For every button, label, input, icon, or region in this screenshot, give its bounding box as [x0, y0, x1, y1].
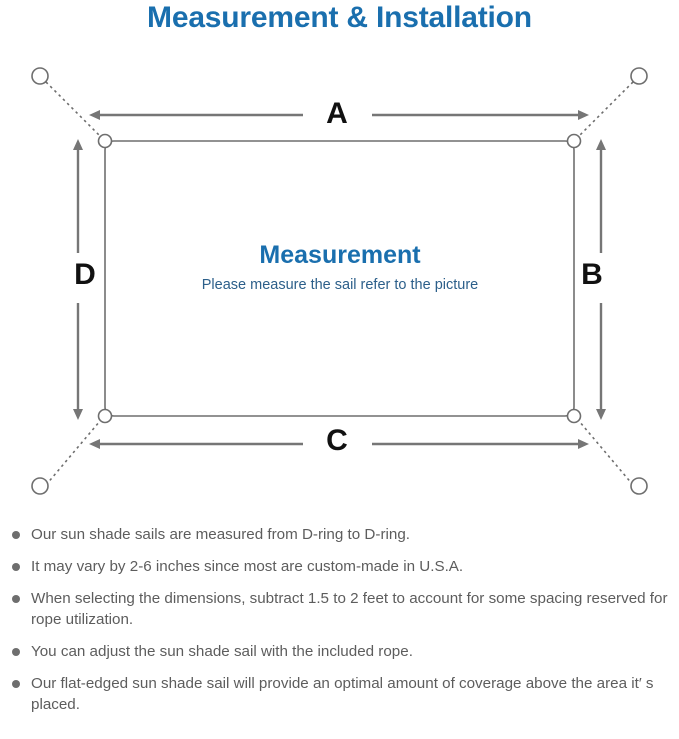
bullet-icon — [12, 680, 20, 688]
sail-measurement-diagram: A B C D Measurement Please measure the s… — [0, 45, 679, 515]
d-ring-bottom-right — [566, 408, 582, 424]
note-text: Our sun shade sails are measured from D-… — [31, 526, 410, 543]
note-text: When selecting the dimensions, subtract … — [31, 590, 668, 628]
d-ring-top-right — [566, 133, 582, 149]
list-item: It may vary by 2-6 inches since most are… — [0, 556, 679, 577]
dimension-label-b: B — [581, 258, 603, 291]
list-item: Our sun shade sails are measured from D-… — [0, 524, 679, 545]
page-title: Measurement & Installation — [147, 1, 532, 34]
d-ring-bottom-left — [97, 408, 113, 424]
diagram-svg — [31, 67, 648, 495]
d-ring-top-left — [97, 133, 113, 149]
anchor-point-bottom-right — [630, 477, 648, 495]
diagram-center-heading: Measurement — [259, 241, 421, 269]
dimension-label-a: A — [326, 97, 348, 130]
anchor-point-top-right — [630, 67, 648, 85]
note-text: You can adjust the sun shade sail with t… — [31, 643, 413, 660]
list-item: Our flat-edged sun shade sail will provi… — [0, 673, 679, 715]
bullet-icon — [12, 595, 20, 603]
bullet-icon — [12, 648, 20, 656]
rope-bottom-right — [578, 420, 634, 486]
notes-list: Our sun shade sails are measured from D-… — [0, 524, 679, 726]
dimension-label-d: D — [74, 258, 96, 291]
bullet-icon — [12, 531, 20, 539]
note-text: It may vary by 2-6 inches since most are… — [31, 558, 464, 575]
anchor-points — [31, 67, 648, 495]
list-item: You can adjust the sun shade sail with t… — [0, 641, 679, 662]
anchor-point-bottom-left — [31, 477, 49, 495]
rope-bottom-left — [45, 420, 101, 486]
bullet-icon — [12, 563, 20, 571]
rope-top-right — [578, 81, 634, 137]
diagram-center-subheading: Please measure the sail refer to the pic… — [201, 277, 479, 293]
note-text: Our flat-edged sun shade sail will provi… — [31, 675, 654, 713]
d-rings — [97, 133, 582, 424]
sail-body — [104, 140, 575, 417]
rope-top-left — [45, 81, 101, 137]
anchor-point-top-left — [31, 67, 49, 85]
list-item: When selecting the dimensions, subtract … — [0, 588, 679, 630]
dimension-label-c: C — [326, 424, 348, 457]
diagram-center-caption: Measurement Please measure the sail refe… — [120, 240, 560, 296]
anchor-ropes — [45, 81, 634, 486]
